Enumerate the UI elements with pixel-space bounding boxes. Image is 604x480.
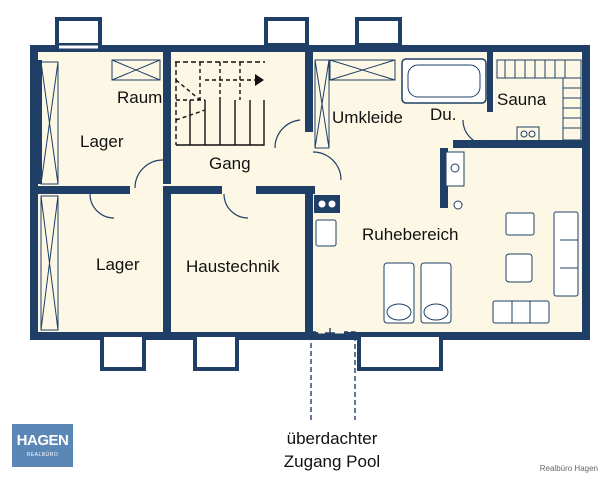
window-top-1 — [55, 17, 102, 49]
room-label-raum: Raum — [117, 88, 162, 107]
bathtub — [401, 58, 487, 104]
floor-plan: Lager Raum Gang Lager Haustechnik Umklei… — [30, 17, 590, 420]
covered-access — [310, 328, 356, 420]
hagen-logo: HAGEN REALBÜRO — [12, 424, 73, 467]
cabinets — [40, 59, 396, 331]
caption-line-2: Zugang Pool — [283, 452, 381, 471]
room-label-lager-2: Lager — [96, 255, 140, 274]
furniture — [315, 211, 579, 324]
room-label-umkleide: Umkleide — [332, 108, 403, 127]
credit-text: Realbüro Hagen — [539, 464, 598, 473]
window-top-2 — [264, 17, 309, 47]
interior-walls — [38, 52, 582, 332]
logo-sub: REALBÜRO — [26, 452, 59, 458]
window-top-3 — [355, 17, 402, 47]
staircase — [175, 61, 265, 146]
sauna-benches — [496, 59, 582, 142]
room-label-lager-1: Lager — [80, 132, 124, 151]
stove — [314, 195, 340, 213]
window-bottom-3 — [357, 333, 443, 371]
room-label-dusche: Du. — [430, 105, 456, 124]
window-bottom-2 — [193, 333, 239, 371]
room-label-gang: Gang — [209, 154, 251, 173]
shower-unit — [445, 151, 465, 210]
doors — [89, 119, 489, 219]
room-label-haustechnik: Haustechnik — [186, 257, 280, 276]
logo-name: HAGEN — [16, 432, 69, 449]
room-label-sauna: Sauna — [497, 90, 547, 109]
room-label-ruhebereich: Ruhebereich — [362, 225, 458, 244]
window-bottom-1 — [100, 333, 146, 371]
caption-line-1: überdachter — [286, 429, 378, 448]
